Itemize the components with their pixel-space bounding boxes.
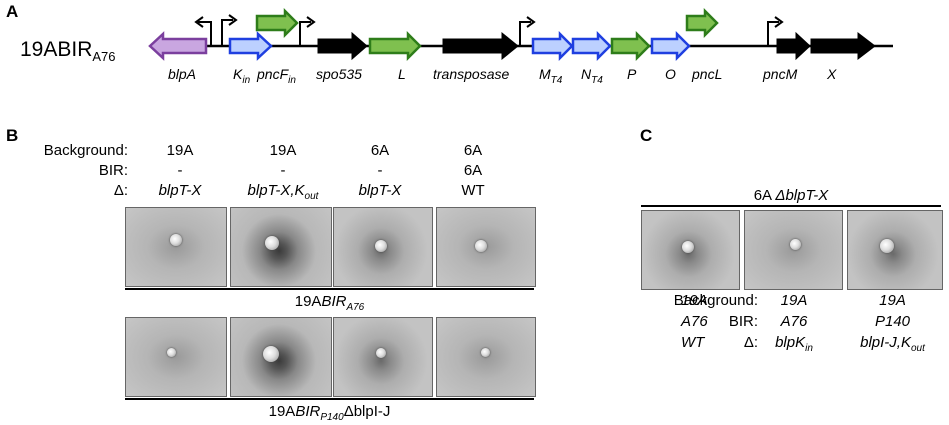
- colony: [170, 234, 182, 246]
- promoter-arrows: [194, 14, 784, 46]
- colony: [880, 239, 894, 253]
- plate-photo-b-bottom-2: [230, 317, 332, 397]
- gene-blpA: [148, 31, 208, 61]
- gene-label-MT4: MT4: [539, 66, 563, 86]
- promoter-left-head: [194, 16, 204, 28]
- plate-photo-c-1: [641, 210, 740, 290]
- b-col1-delta: blpT-X: [158, 182, 202, 199]
- plate-photo-b-top-1: [125, 207, 227, 287]
- plate-photo-c-2: [744, 210, 843, 290]
- b-col2-delta: blpT-X,Kout: [247, 182, 319, 202]
- b-col1-bir: -: [177, 162, 183, 179]
- panel-a-letter: A: [6, 2, 19, 21]
- c-row-bir-label: BIR:: [728, 313, 758, 330]
- gene-label-transposase: transposase: [433, 66, 510, 82]
- c-col3-background: 19A: [879, 292, 906, 309]
- colony: [376, 348, 386, 358]
- gene-P: [610, 30, 651, 62]
- gene-label-pncM: pncM: [763, 66, 798, 82]
- colony: [375, 240, 387, 252]
- gene-label-NT4: NT4: [581, 66, 603, 86]
- gene-label-blpA: blpA: [168, 66, 197, 82]
- b-col2-background: 19A: [269, 142, 297, 159]
- gene-label-X: X: [827, 66, 837, 82]
- promoter-right-2-head: [306, 16, 316, 28]
- b-col4-bir: 6A: [463, 162, 483, 179]
- gene-spo535: [317, 31, 368, 61]
- b-col2-bir: -: [280, 162, 286, 179]
- b-row-background-label: Background:: [43, 142, 128, 159]
- gene-label-pncFin: pncFin: [257, 66, 296, 86]
- gene-MT4: [531, 30, 574, 62]
- colony: [682, 241, 694, 253]
- gene-transposase: [442, 31, 519, 61]
- c-col3-delta: blpI-J,Kout: [860, 334, 925, 354]
- promoter-right-2: [299, 21, 311, 46]
- c-indicator-rule: [641, 205, 941, 207]
- gene-X: [810, 31, 876, 61]
- b-bottom-indicator-label: 19ABIRP140ΔblpI-J: [268, 403, 391, 423]
- plate-photo-b-top-2: [230, 207, 332, 287]
- b-col4-background: 6A: [463, 142, 483, 159]
- panel-b-letter: B: [6, 126, 19, 145]
- promoter-right-4-head: [774, 16, 784, 28]
- b-col3-delta: blpT-X: [358, 182, 402, 199]
- gene-L: [368, 30, 422, 62]
- b-top-indicator-label: 19ABIRA76: [294, 293, 365, 313]
- b-col3-background: 6A: [370, 142, 390, 159]
- plate-photo-b-bottom-4: [436, 317, 536, 397]
- promoter-right-1-head: [228, 14, 238, 26]
- plate-photo-c-3: [847, 210, 943, 290]
- gene-label-spo535: spo535: [316, 66, 362, 82]
- b-row-delta-label: Δ:: [113, 182, 128, 199]
- c-col2-bir: A76: [780, 313, 808, 330]
- c-row-delta-label: Δ:: [743, 334, 758, 351]
- c-col2-delta: blpKin: [775, 334, 813, 354]
- gene-NT4: [571, 30, 612, 62]
- promoter-left: [198, 21, 212, 46]
- plate-photo-b-bottom-3: [333, 317, 433, 397]
- gene-pncFin: [255, 7, 299, 39]
- c-col1-bir: A76: [681, 313, 708, 330]
- gene-Kin: [228, 31, 273, 61]
- promoter-right-4: [767, 21, 779, 46]
- promoter-right-3-head: [526, 16, 536, 28]
- colony: [481, 348, 490, 357]
- colony: [265, 236, 279, 250]
- colony: [475, 240, 487, 252]
- gene-pncM: [776, 31, 811, 61]
- b-top-indicator-rule: [125, 288, 534, 290]
- b-col1-background: 19A: [166, 142, 194, 159]
- colony: [790, 239, 801, 250]
- promoter-right-3: [519, 21, 531, 46]
- c-row-background-label: Background:: [673, 292, 758, 309]
- gene-label-L: L: [398, 66, 406, 82]
- gene-label-Kin: Kin: [233, 66, 251, 86]
- c-col1-delta: WT: [681, 334, 705, 351]
- c-indicator-label: 6A ΔblpT-X: [753, 187, 829, 204]
- plate-photo-b-top-4: [436, 207, 536, 287]
- gene-O: [650, 30, 691, 62]
- gene-map: [148, 7, 893, 62]
- promoter-right-1: [221, 19, 233, 46]
- gene-label-P: P: [627, 66, 637, 82]
- plate-photo-b-top-3: [333, 207, 433, 287]
- panel-c-letter: C: [640, 126, 653, 145]
- b-row-bir-label: BIR:: [98, 162, 128, 179]
- plate-photo-b-bottom-1: [125, 317, 227, 397]
- gene-pncL: [685, 7, 719, 39]
- c-col1-background: 19A: [681, 292, 708, 309]
- colony: [263, 346, 279, 362]
- strain-label: 19ABIRA76: [20, 38, 116, 65]
- gene-label-O: O: [665, 66, 676, 82]
- gene-label-pncL: pncL: [692, 66, 723, 82]
- b-col3-bir: -: [377, 162, 383, 179]
- colony: [167, 348, 176, 357]
- c-col2-background: 19A: [780, 292, 808, 309]
- b-col4-delta: WT: [461, 182, 485, 199]
- b-bottom-indicator-rule: [125, 398, 534, 400]
- c-col3-bir: P140: [874, 313, 911, 330]
